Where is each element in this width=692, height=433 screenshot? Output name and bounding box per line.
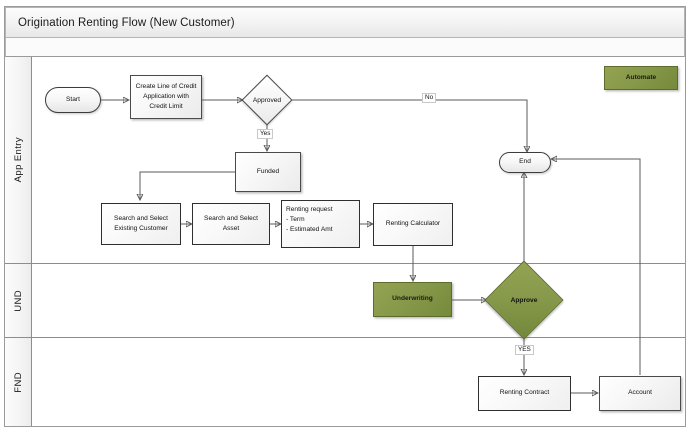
legend-automate: Automate	[604, 66, 678, 90]
swimlane-fnd: FND	[5, 338, 685, 426]
node-start[interactable]: Start	[45, 87, 101, 113]
node-renting-calculator[interactable]: Renting Calculator	[373, 203, 453, 246]
title-sub-strip	[5, 38, 685, 57]
node-search-select-asset[interactable]: Search and Select Asset	[192, 203, 270, 245]
node-search-select-asset-label: Search and Select Asset	[204, 214, 258, 232]
swimlane-header-fnd: FND	[5, 338, 32, 426]
node-funded-label: Funded	[256, 167, 280, 175]
node-create-line-of-credit-label: Create Line of Credit Application with C…	[135, 82, 197, 111]
node-approve-decision[interactable]: Approve	[484, 260, 564, 340]
node-approve-label: Approve	[510, 296, 538, 304]
node-end[interactable]: End	[499, 152, 551, 173]
node-approved-decision[interactable]: Approved	[241, 74, 293, 126]
node-renting-calculator-label: Renting Calculator	[385, 220, 441, 228]
swimlane-label-app-entry: App Entry	[12, 137, 24, 183]
node-account-label: Account	[628, 389, 652, 397]
swimlane-label-fnd: FND	[12, 371, 24, 393]
node-end-label: End	[519, 158, 531, 166]
node-renting-contract-label: Renting Contract	[499, 389, 550, 397]
edge-label-yes-upper: YES	[515, 345, 534, 355]
swimlane-header-und: UND	[5, 264, 32, 337]
node-renting-contract[interactable]: Renting Contract	[478, 376, 571, 411]
node-underwriting-label: Underwriting	[392, 295, 433, 303]
swimlane-und: UND	[5, 264, 685, 338]
node-underwriting[interactable]: Underwriting	[373, 282, 452, 317]
node-account[interactable]: Account	[599, 376, 681, 411]
node-funded[interactable]: Funded	[235, 152, 301, 192]
node-create-line-of-credit[interactable]: Create Line of Credit Application with C…	[130, 75, 202, 119]
swimlane-header-app-entry: App Entry	[5, 57, 32, 263]
node-start-label: Start	[66, 95, 80, 103]
node-renting-request-label: Renting request - Term - Estimated Amt	[286, 206, 333, 234]
node-search-existing-customer-label: Search and Select Existing Customer	[114, 214, 168, 232]
edge-label-no: No	[422, 93, 437, 103]
swimlane-label-und: UND	[12, 289, 24, 312]
legend-automate-label: Automate	[625, 73, 657, 81]
node-approved-label: Approved	[252, 96, 282, 104]
edge-label-yes: Yes	[257, 129, 274, 139]
node-search-existing-customer[interactable]: Search and Select Existing Customer	[101, 203, 181, 245]
node-renting-request[interactable]: Renting request - Term - Estimated Amt	[281, 200, 360, 248]
page-title: Origination Renting Flow (New Customer)	[18, 16, 235, 29]
diagram-title-bar: Origination Renting Flow (New Customer)	[5, 7, 685, 38]
